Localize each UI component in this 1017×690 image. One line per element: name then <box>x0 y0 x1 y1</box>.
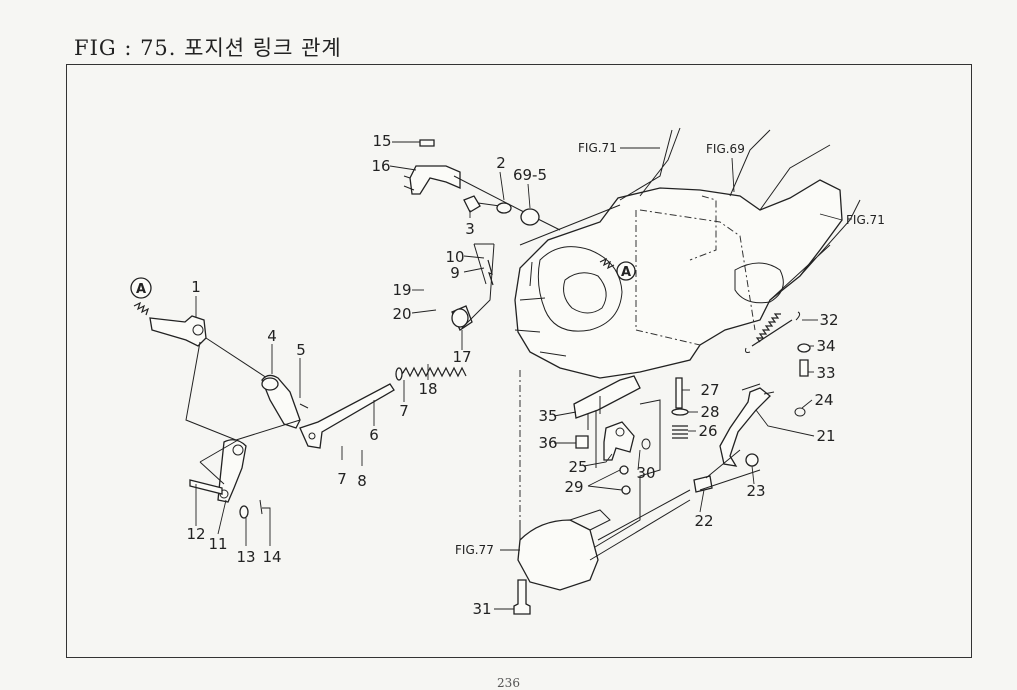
label-part-15: 15 <box>372 132 391 150</box>
lever-4 <box>261 374 309 429</box>
label-part-30: 30 <box>636 464 655 482</box>
washer-13 <box>239 505 249 519</box>
ref-fig71-right: FIG.71 <box>846 213 885 227</box>
link-rod-6 <box>299 383 395 449</box>
label-part-24: 24 <box>814 391 833 409</box>
transmission-housing <box>514 127 861 520</box>
label-part-4: 4 <box>267 327 277 345</box>
label-part-9: 9 <box>450 264 460 282</box>
label-part-2: 2 <box>496 154 506 172</box>
ref-fig71-top: FIG.71 <box>578 141 617 155</box>
lift-arm-1 <box>149 315 271 381</box>
label-part-32: 32 <box>819 311 838 329</box>
label-part-11: 11 <box>208 535 227 553</box>
bolt-12 <box>189 479 223 495</box>
fig77-component <box>517 489 691 591</box>
nut-23 <box>745 453 759 467</box>
diagram-frame <box>66 64 972 658</box>
label-part-3: 3 <box>465 220 475 238</box>
bolt-22 <box>693 475 713 493</box>
label-part-21: 21 <box>816 427 835 445</box>
label-part-17: 17 <box>452 348 471 366</box>
ref-fig69: FIG.69 <box>706 142 745 156</box>
label-part-25: 25 <box>568 458 587 476</box>
spring-32 <box>745 311 801 353</box>
ref-fig77: FIG.77 <box>455 543 494 557</box>
bolt-3 <box>463 195 501 213</box>
nut-34 <box>797 343 811 353</box>
clip-30 <box>641 438 651 450</box>
label-part-29: 29 <box>564 478 583 496</box>
marker-a-left-text: A <box>136 282 146 297</box>
label-part-36: 36 <box>538 434 557 452</box>
label-part-16: 16 <box>371 157 390 175</box>
label-part-69-5: 69-5 <box>513 166 547 184</box>
label-part-20: 20 <box>392 305 411 323</box>
spring-18 <box>395 366 467 378</box>
label-part-28: 28 <box>700 403 719 421</box>
leader-lines <box>195 141 843 610</box>
label-part-6: 6 <box>369 426 379 444</box>
page-title: FIG : 75. 포지션 링크 관계 <box>74 36 342 60</box>
label-part-12: 12 <box>186 525 205 543</box>
label-part-31: 31 <box>472 600 491 618</box>
turnbuckle-17 <box>451 305 473 331</box>
washer-2 <box>496 202 512 214</box>
label-part-5: 5 <box>296 341 306 359</box>
label-part-33: 33 <box>816 364 835 382</box>
nut-29-lower <box>621 485 631 495</box>
bracket-outline-9-10 <box>461 243 495 329</box>
label-part-1: 1 <box>191 278 201 296</box>
link-11 <box>217 439 247 503</box>
shaft-16 <box>403 165 561 231</box>
label-part-23: 23 <box>746 482 765 500</box>
label-part-27: 27 <box>700 381 719 399</box>
label-part-7-upper: 7 <box>399 402 409 420</box>
label-part-13: 13 <box>236 548 255 566</box>
pin-15 <box>419 139 435 147</box>
marker-a-housing-text: A <box>621 265 631 280</box>
washer-7-upper <box>395 367 403 381</box>
washer-28 <box>671 408 689 416</box>
bolt-31 <box>513 579 531 615</box>
page-number: 236 <box>497 676 520 690</box>
label-part-34: 34 <box>816 337 835 355</box>
nut-29-upper <box>619 465 629 475</box>
assembly-outline-left <box>185 341 301 485</box>
label-part-10: 10 <box>445 248 464 266</box>
marker-a-housing: A <box>599 257 636 281</box>
label-part-14: 14 <box>262 548 281 566</box>
label-part-8: 8 <box>357 472 367 490</box>
bolt-36 <box>575 435 589 449</box>
bolt-27 <box>675 377 683 409</box>
clip-24 <box>794 407 806 417</box>
label-part-7-lower: 7 <box>337 470 347 488</box>
pin-14 <box>259 499 263 515</box>
bushing-69-5 <box>520 208 540 226</box>
label-part-22: 22 <box>694 512 713 530</box>
spring-26 <box>672 425 688 439</box>
label-part-26: 26 <box>698 422 717 440</box>
label-part-18: 18 <box>418 380 437 398</box>
pedal-arm-21 <box>719 387 775 467</box>
label-part-35: 35 <box>538 407 557 425</box>
assembly-outline-right <box>579 383 761 557</box>
bolt-33 <box>799 359 809 377</box>
lever-25 <box>603 421 635 461</box>
label-part-19: 19 <box>392 281 411 299</box>
marker-a-left: A <box>130 277 152 316</box>
bracket-35 <box>573 375 641 430</box>
